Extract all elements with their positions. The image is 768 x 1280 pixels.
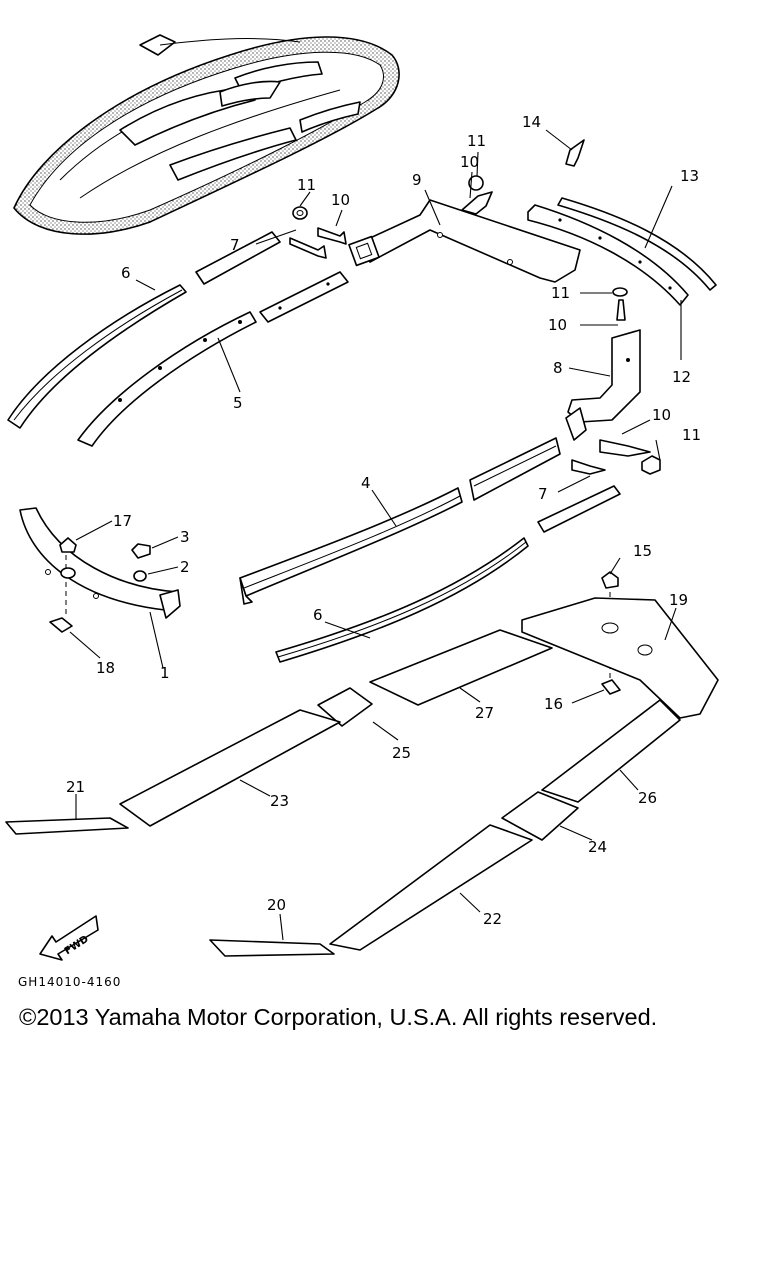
part-12-rear-rail (527, 204, 689, 306)
callout-11: 11 (551, 284, 570, 302)
callout-27: 27 (475, 704, 494, 722)
forward-direction-arrow-icon: FWD (39, 915, 99, 961)
callout-1: 1 (160, 664, 170, 682)
callout-18: 18 (96, 659, 115, 677)
callout-13: 13 (680, 167, 699, 185)
callout-19: 19 (669, 591, 688, 609)
callout-21: 21 (66, 778, 85, 796)
callout-5: 5 (233, 394, 243, 412)
small-rail-pieces-upper (195, 231, 349, 323)
callout-16: 16 (544, 695, 563, 713)
callout-11: 11 (467, 132, 486, 150)
callout-10: 10 (652, 406, 671, 424)
nuts-11 (292, 175, 661, 475)
part-6-upper-rail (7, 284, 187, 429)
callout-2: 2 (180, 558, 190, 576)
callout-14: 14 (522, 113, 541, 131)
part-9-bracket (348, 199, 581, 283)
mat-23 (119, 709, 341, 827)
part-6-lower-rail (275, 537, 529, 663)
callout-24: 24 (588, 838, 607, 856)
callout-8: 8 (553, 359, 563, 377)
rivet-fasteners (289, 139, 651, 475)
callout-12: 12 (672, 368, 691, 386)
part-5-upper-rail (77, 311, 257, 447)
callout-17: 17 (113, 512, 132, 530)
part-8-bracket (565, 329, 641, 441)
callout-11: 11 (682, 426, 701, 444)
callout-3: 3 (180, 528, 190, 546)
mat-25 (317, 687, 373, 727)
callout-7: 7 (538, 485, 548, 503)
callout-22: 22 (483, 910, 502, 928)
callout-10: 10 (331, 191, 350, 209)
mat-20 (209, 939, 335, 957)
mat-21 (5, 817, 129, 835)
callout-10: 10 (460, 153, 479, 171)
drawing-code: GH14010-4160 (18, 975, 122, 989)
callout-9: 9 (412, 171, 422, 189)
callout-15: 15 (633, 542, 652, 560)
small-rail-pieces-middle (469, 437, 621, 533)
mat-27 (369, 629, 553, 706)
callout-6: 6 (121, 264, 131, 282)
hardware-parts-2-3-17-18 (49, 537, 151, 633)
callout-20: 20 (267, 896, 286, 914)
mat-26 (541, 699, 681, 803)
callout-labels: 6 5 7 11 10 9 10 11 14 13 12 11 10 8 10 … (66, 113, 701, 928)
callout-7: 7 (230, 236, 240, 254)
callout-11: 11 (297, 176, 316, 194)
callout-leader-lines (69, 129, 682, 941)
watercraft-overview (13, 34, 400, 235)
mat-24 (501, 791, 579, 841)
callout-6: 6 (313, 606, 323, 624)
callout-4: 4 (361, 474, 371, 492)
callout-26: 26 (638, 789, 657, 807)
mat-22 (329, 824, 533, 951)
copyright-notice: ©2013 Yamaha Motor Corporation, U.S.A. A… (19, 1004, 658, 1030)
part-13-rear-rail (557, 197, 717, 291)
part-4-side-rail (239, 487, 463, 605)
callout-25: 25 (392, 744, 411, 762)
part-1-bumper (19, 507, 181, 619)
callout-10: 10 (548, 316, 567, 334)
exploded-parts-diagram: FWD (5, 34, 719, 961)
callout-23: 23 (270, 792, 289, 810)
